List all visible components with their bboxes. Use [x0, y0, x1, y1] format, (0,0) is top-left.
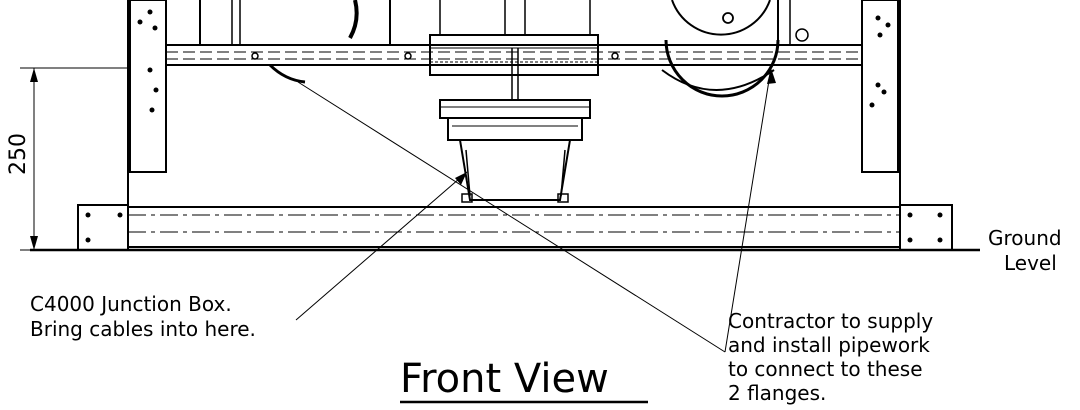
lower-beam [128, 206, 900, 248]
contractor-note-line2: and install pipework [728, 333, 930, 357]
contractor-note-line4: 2 flanges. [728, 381, 826, 405]
left-frame [77, 0, 167, 251]
contractor-note-line1: Contractor to supply [728, 309, 933, 333]
dimension-label: 250 [6, 133, 31, 175]
center-bracket [429, 0, 599, 100]
junction-box [439, 99, 591, 203]
left-vessel [199, 0, 391, 84]
ground-label-line2: Level [1004, 251, 1057, 275]
junction-box-note-line1: C4000 Junction Box. [30, 292, 232, 316]
contractor-note-line3: to connect to these [728, 357, 923, 381]
right-flange [661, 0, 809, 98]
junction-box-note-line2: Bring cables into here. [30, 317, 256, 341]
upper-beam [166, 44, 862, 66]
ground-label-line1: Ground [988, 226, 1062, 250]
dimension-250: 250 [6, 67, 128, 251]
right-frame [861, 0, 953, 251]
leader-lines [295, 67, 776, 353]
view-title: Front View [400, 356, 609, 402]
